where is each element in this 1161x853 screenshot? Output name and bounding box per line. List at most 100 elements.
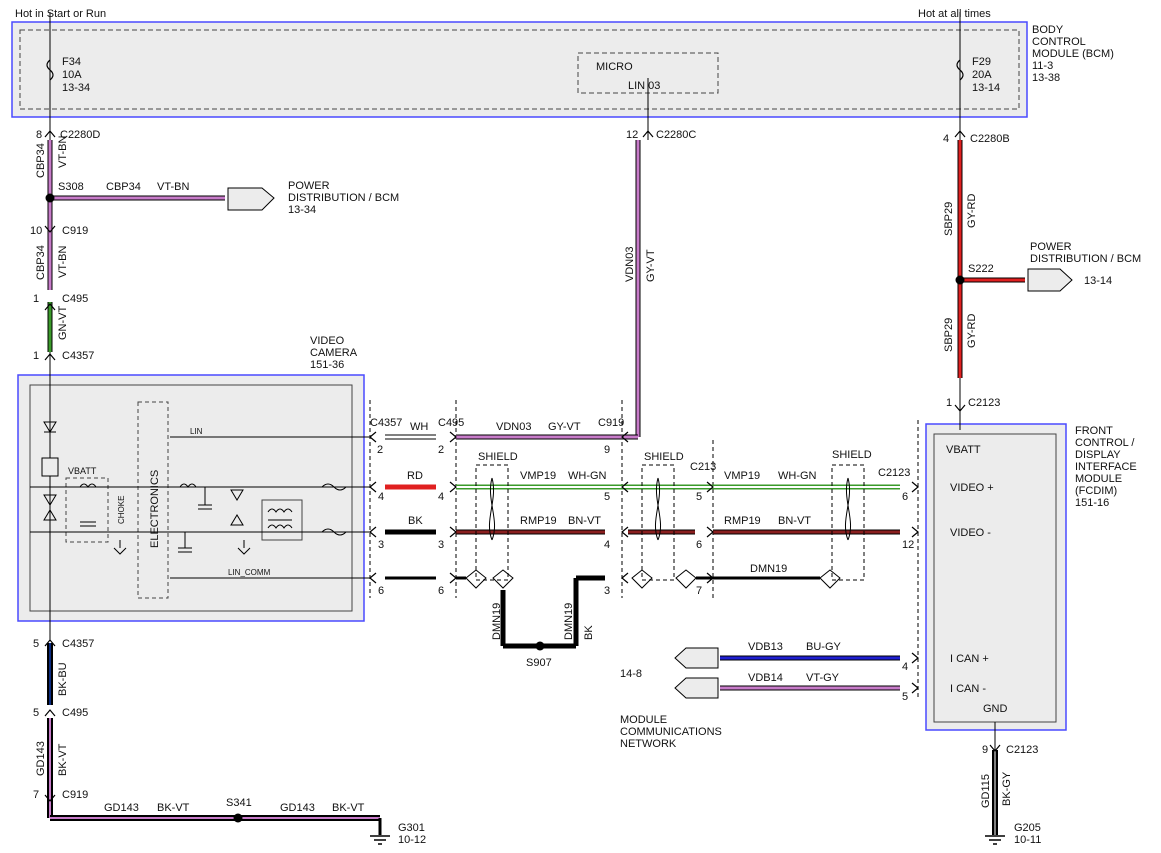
camera-title-1: VIDEO bbox=[310, 335, 345, 347]
wire-bkgy: BK-GY bbox=[1001, 771, 1013, 806]
wire-rmp19-a: RMP19 bbox=[520, 515, 557, 527]
camera-title-3: 151-36 bbox=[310, 359, 344, 371]
wire-vdb14: VDB14 bbox=[748, 672, 783, 684]
wire-wh: WH bbox=[410, 421, 428, 433]
cbp34-h: CBP34 bbox=[106, 181, 141, 193]
pd2-line1: POWER bbox=[1030, 241, 1072, 253]
pin-6-a: 6 bbox=[378, 585, 384, 597]
connector-c495-a: C495 bbox=[62, 293, 88, 305]
camera-vbatt: VBATT bbox=[68, 466, 97, 476]
pd1-line3: 13-34 bbox=[288, 204, 316, 216]
pd2-line3: 13-14 bbox=[1084, 275, 1112, 287]
wire-gyvt-v: GY-VT bbox=[645, 249, 657, 282]
fcdim-video-plus: VIDEO + bbox=[950, 482, 994, 494]
pin-5-d: 5 bbox=[33, 707, 39, 719]
fcdim-vbatt: VBATT bbox=[946, 444, 981, 456]
network-line2: COMMUNICATIONS bbox=[620, 726, 722, 738]
network-line1: MODULE bbox=[620, 714, 667, 726]
fuse-f29-name: F29 bbox=[972, 56, 991, 68]
middle-labels: C4357 WH C495 VDN03 GY-VT C919 2 2 9 RD … bbox=[370, 417, 624, 669]
fuse-f34-ref: 13-34 bbox=[62, 82, 90, 94]
network-line3: NETWORK bbox=[620, 738, 677, 750]
wire-bkvt-h1: BK-VT bbox=[157, 802, 190, 814]
ground-g301: G301 bbox=[398, 822, 425, 834]
shield-2: SHIELD bbox=[644, 451, 684, 463]
pin-1-sbp: 1 bbox=[946, 397, 952, 409]
fcdim-title-6: (FCDIM) bbox=[1075, 485, 1117, 497]
pd1-line2: DISTRIBUTION / BCM bbox=[288, 192, 399, 204]
pin-5-can: 5 bbox=[902, 691, 908, 703]
splice-s907-label: S907 bbox=[526, 657, 552, 669]
wire-vdn03-v: VDN03 bbox=[624, 247, 636, 282]
wire-bnvt-a: BN-VT bbox=[568, 515, 601, 527]
connector-c4357-b: C4357 bbox=[370, 417, 402, 429]
pin-2-a: 2 bbox=[377, 444, 383, 456]
can-ref: 14-8 bbox=[620, 668, 642, 680]
pin-3-a: 3 bbox=[378, 539, 384, 551]
connector-c4357-c: C4357 bbox=[62, 638, 94, 650]
pin-3-b: 3 bbox=[438, 539, 444, 551]
shield-3: SHIELD bbox=[832, 449, 872, 461]
wire-vdb13: VDB13 bbox=[748, 641, 783, 653]
wire-bkbu: BK-BU bbox=[57, 662, 69, 696]
pin-7-gnd: 7 bbox=[33, 789, 39, 801]
wire-dmn19-b: DMN19 bbox=[563, 603, 575, 640]
pin-5-c: 5 bbox=[33, 638, 39, 650]
wire-sbp29-b: SBP29 bbox=[943, 318, 955, 352]
wire-vdn03: VDN03 bbox=[496, 421, 531, 433]
wire-vmp19-a: VMP19 bbox=[520, 470, 556, 482]
pin-9: 9 bbox=[604, 444, 610, 456]
connector-c2123-b: C2123 bbox=[968, 397, 1000, 409]
connector-c213: C213 bbox=[690, 461, 716, 473]
wire-gd143-v: GD143 bbox=[35, 741, 47, 776]
camera-module bbox=[17, 374, 365, 622]
thin-wires bbox=[30, 12, 996, 750]
connector-c2123-c: C2123 bbox=[1006, 744, 1038, 756]
fcdim-labels: FRONT CONTROL / DISPLAY INTERFACE MODULE… bbox=[946, 425, 1137, 715]
camera-labels: VIDEO CAMERA 151-36 VBATT CHOKE ELECTRON… bbox=[68, 335, 358, 577]
bcm-module bbox=[11, 21, 1028, 118]
top-labels: Hot in Start or Run Hot at all times bbox=[15, 8, 991, 20]
fuse-f29-ref: 13-14 bbox=[972, 82, 1000, 94]
splice-s222-label: S222 bbox=[968, 263, 994, 275]
splice-s308 bbox=[45, 193, 55, 203]
pin-3-c: 3 bbox=[604, 585, 610, 597]
pin-1-a: 1 bbox=[33, 293, 39, 305]
bcm-title-2: CONTROL bbox=[1032, 36, 1086, 48]
fuses bbox=[46, 59, 964, 81]
connector-c919-b: C919 bbox=[598, 417, 624, 429]
connector-c2123-a: C2123 bbox=[878, 467, 910, 479]
micro-label: MICRO bbox=[596, 61, 633, 73]
wire-bkvt-v: BK-VT bbox=[57, 743, 69, 776]
ground-g301-ref: 10-12 bbox=[398, 834, 426, 846]
fcdim-title-3: DISPLAY bbox=[1075, 449, 1121, 461]
vtbn-h: VT-BN bbox=[157, 181, 189, 193]
fcdim-title-1: FRONT bbox=[1075, 425, 1113, 437]
cbp34-v2: CBP34 bbox=[35, 245, 47, 280]
splices bbox=[45, 193, 965, 823]
shield-1: SHIELD bbox=[478, 451, 518, 463]
pin-6-d: 6 bbox=[902, 491, 908, 503]
pin-8: 8 bbox=[36, 129, 42, 141]
connector-c4357-a: C4357 bbox=[62, 350, 94, 362]
power-dist-arrows bbox=[227, 187, 1073, 699]
wire-gyrd-a: GY-RD bbox=[966, 194, 978, 228]
fcdim-module bbox=[925, 423, 1067, 731]
splice-s341 bbox=[233, 813, 243, 823]
fcdim-title-5: MODULE bbox=[1075, 473, 1122, 485]
hot-always-label: Hot at all times bbox=[918, 8, 991, 20]
splice-s222 bbox=[955, 275, 965, 285]
pin-12-a: 12 bbox=[626, 129, 638, 141]
sbp-branch-labels: 4 C2280B SBP29 GY-RD S222 POWER DISTRIBU… bbox=[943, 133, 1141, 409]
wire-whgn-b: WH-GN bbox=[778, 470, 817, 482]
fcdim-video-minus: VIDEO - bbox=[950, 527, 991, 539]
pin-4-a: 4 bbox=[378, 491, 384, 503]
pin-1-b: 1 bbox=[33, 350, 39, 362]
connector-c495-c: C495 bbox=[62, 707, 88, 719]
pin-4-c: 4 bbox=[604, 539, 610, 551]
fuse-f34-name: F34 bbox=[62, 56, 81, 68]
fuse-f34-rating: 10A bbox=[62, 69, 82, 81]
pin-6-b: 6 bbox=[438, 585, 444, 597]
connector-c919-c: C919 bbox=[62, 789, 88, 801]
